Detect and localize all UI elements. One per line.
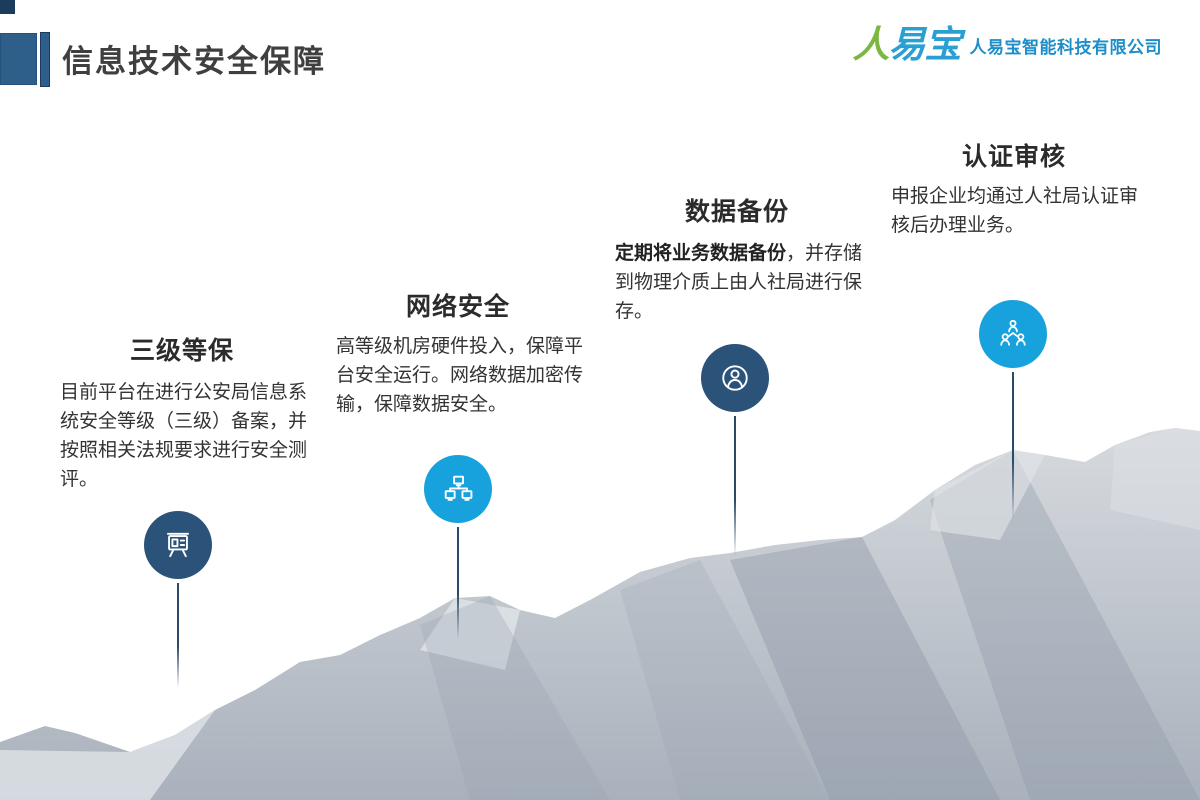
feature-body-text: ，并存储到物理介质上由人社局进行保存。 (615, 243, 863, 322)
feature-body-backup: 定期将业务数据备份，并存储到物理介质上由人社局进行保存。 (615, 239, 867, 326)
network-nodes-icon (444, 475, 473, 501)
feature-body-level3: 目前平台在进行公安局信息系统安全等级（三级）备案，并按照相关法规要求进行安全测评… (60, 378, 312, 494)
brand-mark: 人易宝 (852, 24, 962, 65)
presentation-board-icon (166, 532, 190, 558)
feature-body-text: 高等级机房硬件投入，保障平台安全运行。网络数据加密传输，保障数据安全。 (336, 336, 584, 415)
user-profile-icon (722, 365, 748, 391)
feature-circle-backup (701, 344, 769, 412)
brand-mark-blue: 易宝 (888, 24, 962, 65)
feature-body-network: 高等级机房硬件投入，保障平台安全运行。网络数据加密传输，保障数据安全。 (336, 332, 588, 419)
feature-body-text: 申报企业均通过人社局认证审核后办理业务。 (891, 186, 1139, 236)
page-title: 信息技术安全保障 (62, 44, 326, 79)
feature-stem-backup (734, 416, 736, 556)
brand-mark-green: 人 (852, 24, 890, 65)
feature-title-backup: 数据备份 (684, 198, 789, 226)
feature-stem-level3 (177, 583, 179, 688)
feature-title-network: 网络安全 (405, 293, 510, 321)
feature-title-certification: 认证审核 (961, 143, 1066, 171)
header-accent-square-small (0, 0, 15, 14)
header-accent-bar (40, 32, 50, 87)
team-icon (1000, 319, 1026, 346)
feature-body-lead: 定期将业务数据备份 (615, 243, 787, 264)
header-accent-square-large (0, 33, 37, 85)
feature-stem-certification (1012, 372, 1014, 520)
mountain-background-image (0, 428, 1200, 800)
company-logo: 人易宝 人易宝智能科技有限公司 (853, 26, 1163, 63)
feature-body-certification: 申报企业均通过人社局认证审核后办理业务。 (891, 182, 1143, 240)
feature-title-level3: 三级等保 (129, 337, 234, 365)
company-name: 人易宝智能科技有限公司 (969, 38, 1162, 57)
feature-circle-level3 (144, 511, 212, 579)
feature-body-text: 目前平台在进行公安局信息系统安全等级（三级）备案，并按照相关法规要求进行安全测评… (60, 382, 308, 490)
feature-circle-network (424, 455, 492, 523)
feature-stem-network (457, 527, 459, 639)
feature-circle-certification (979, 300, 1047, 368)
